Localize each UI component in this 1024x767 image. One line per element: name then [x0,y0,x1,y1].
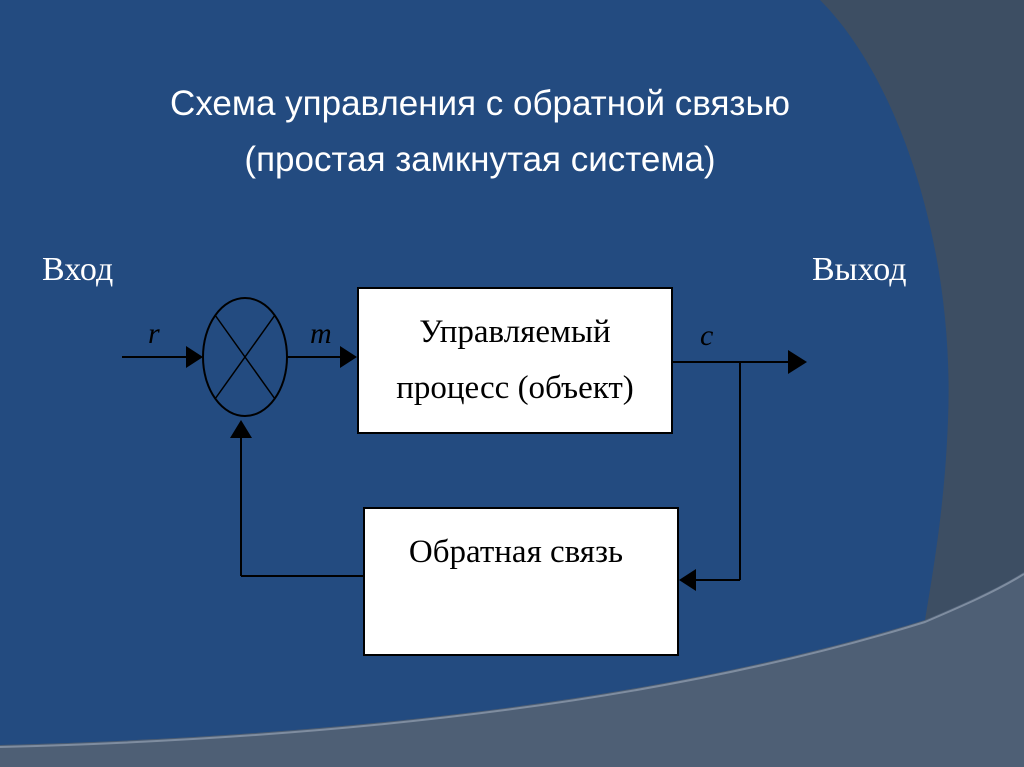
process-block-line-1: Управляемый [419,314,610,350]
background-lower-band [0,572,1024,767]
output-label: Выход [812,251,907,288]
signal-r-label: r [148,317,160,350]
signal-m-label: m [310,317,332,350]
signal-c-label: c [700,319,713,352]
input-arrowhead [186,346,203,368]
process-block-line-2: процесс (объект) [396,370,634,406]
slide-title-line-2: (простая замкнутая система) [244,140,716,179]
m-arrowhead [340,346,357,368]
output-arrowhead [788,350,807,374]
slide-title-line-1: Схема управления с обратной связью [170,84,790,123]
background-arc-line [0,573,1024,748]
summing-feedback-arrowhead [230,420,252,438]
process-block [357,287,673,434]
feedback-block-arrowhead [679,569,696,591]
feedback-block-label: Обратная связь [409,534,623,570]
input-label: Вход [42,251,113,288]
feedback-block [363,507,679,656]
summing-junction-cross-2 [214,314,276,400]
